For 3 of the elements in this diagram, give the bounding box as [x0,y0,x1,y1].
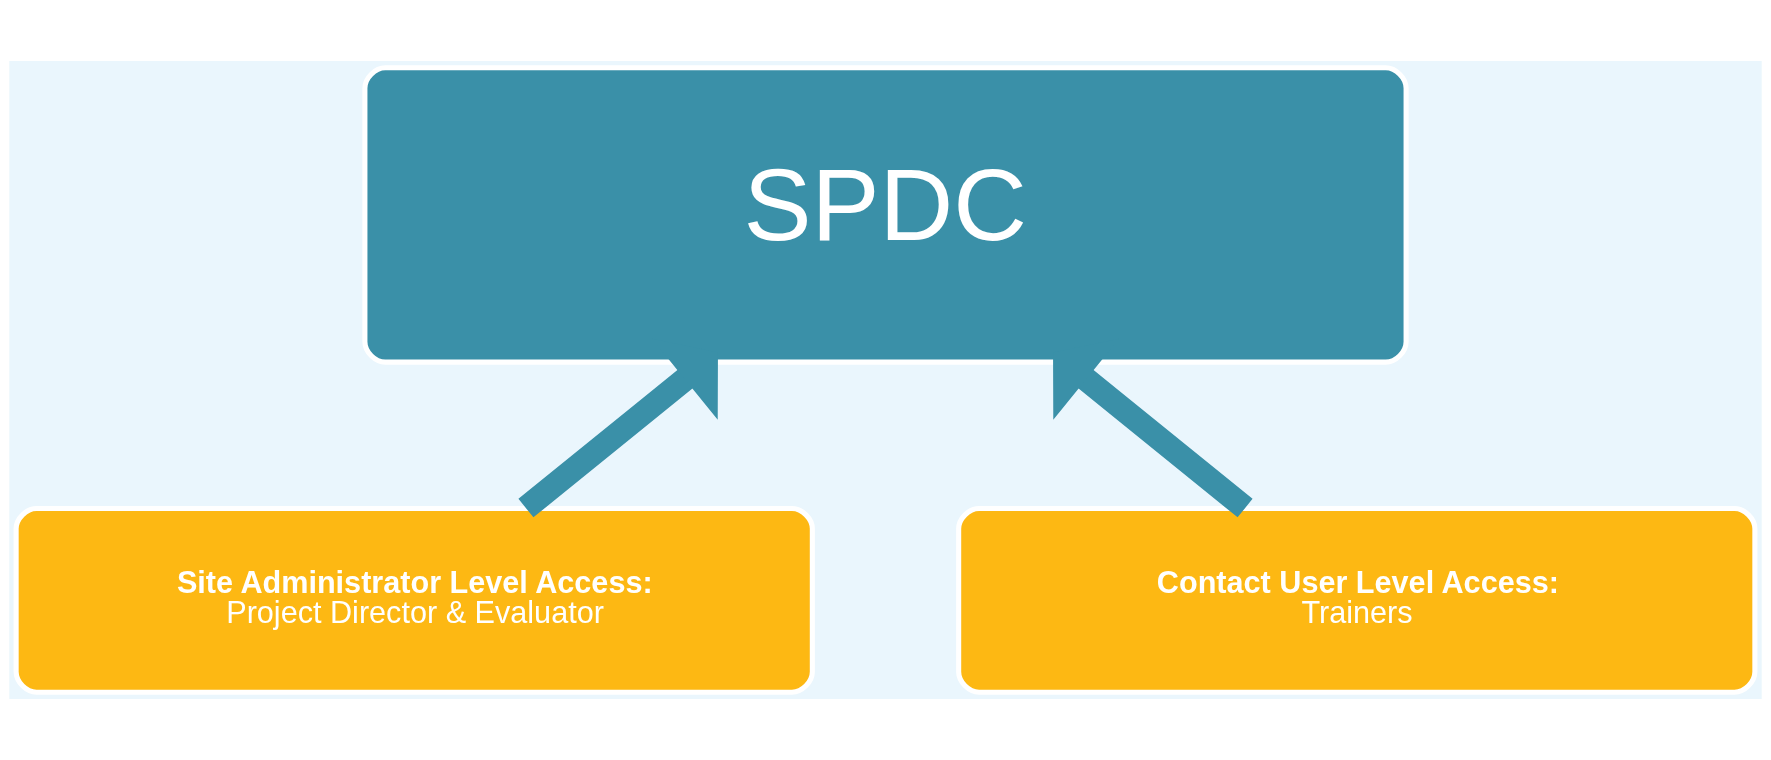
node-box: Site Administrator Level Access: Project Director & Evaluator [13,505,815,695]
node-box: SPDC [362,65,1409,365]
node-box: Contact User Level Access: Trainers [956,505,1758,695]
